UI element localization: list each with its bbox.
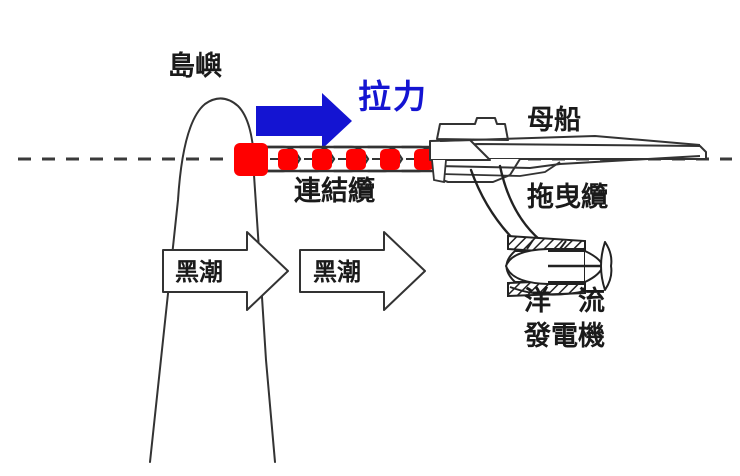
connecting-cable-chain (234, 143, 438, 176)
turbine-lower-brace (509, 286, 586, 296)
chain-link-red (380, 149, 400, 170)
mother-ship-label: 母船 (527, 105, 581, 136)
chain-link-red (278, 149, 298, 170)
mother-ship (429, 117, 707, 184)
ship-hull (436, 158, 521, 183)
chain-outline (264, 145, 438, 173)
kuroshio-arrow-right (299, 231, 426, 311)
turbine-strut (526, 239, 534, 250)
turbine-propeller (600, 241, 613, 291)
ship-hull-band (436, 155, 701, 170)
ship-bow-plate (429, 139, 491, 161)
chain-link-red (312, 149, 332, 170)
pulling-force-label: 拉力 (358, 77, 428, 116)
ship-keel (431, 159, 447, 184)
connecting-cable-label: 連結纜 (294, 176, 375, 207)
chain-anchor-block (234, 143, 268, 176)
current-generator-label-line1: 洋 流 (524, 286, 605, 317)
island-label: 島嶼 (168, 51, 222, 82)
ship-deck-edge (439, 134, 701, 146)
current-generator-label-line2: 發電機 (524, 321, 605, 352)
chain-link-red (346, 149, 366, 170)
turbine-dome (504, 248, 549, 285)
kuroshio-label-right: 黑潮 (313, 258, 361, 286)
tow-cable-2 (498, 164, 542, 242)
turbine-strut (559, 240, 567, 250)
ocean-current-turbine (504, 234, 613, 298)
tow-cable-label: 拖曳纜 (527, 182, 608, 213)
kuroshio-arrow-left (162, 231, 289, 311)
ship-superstructure (436, 117, 509, 141)
kuroshio-label-left: 黑潮 (175, 258, 223, 286)
ship-lower-hull (440, 161, 561, 177)
pulling-force-arrow (256, 93, 352, 149)
